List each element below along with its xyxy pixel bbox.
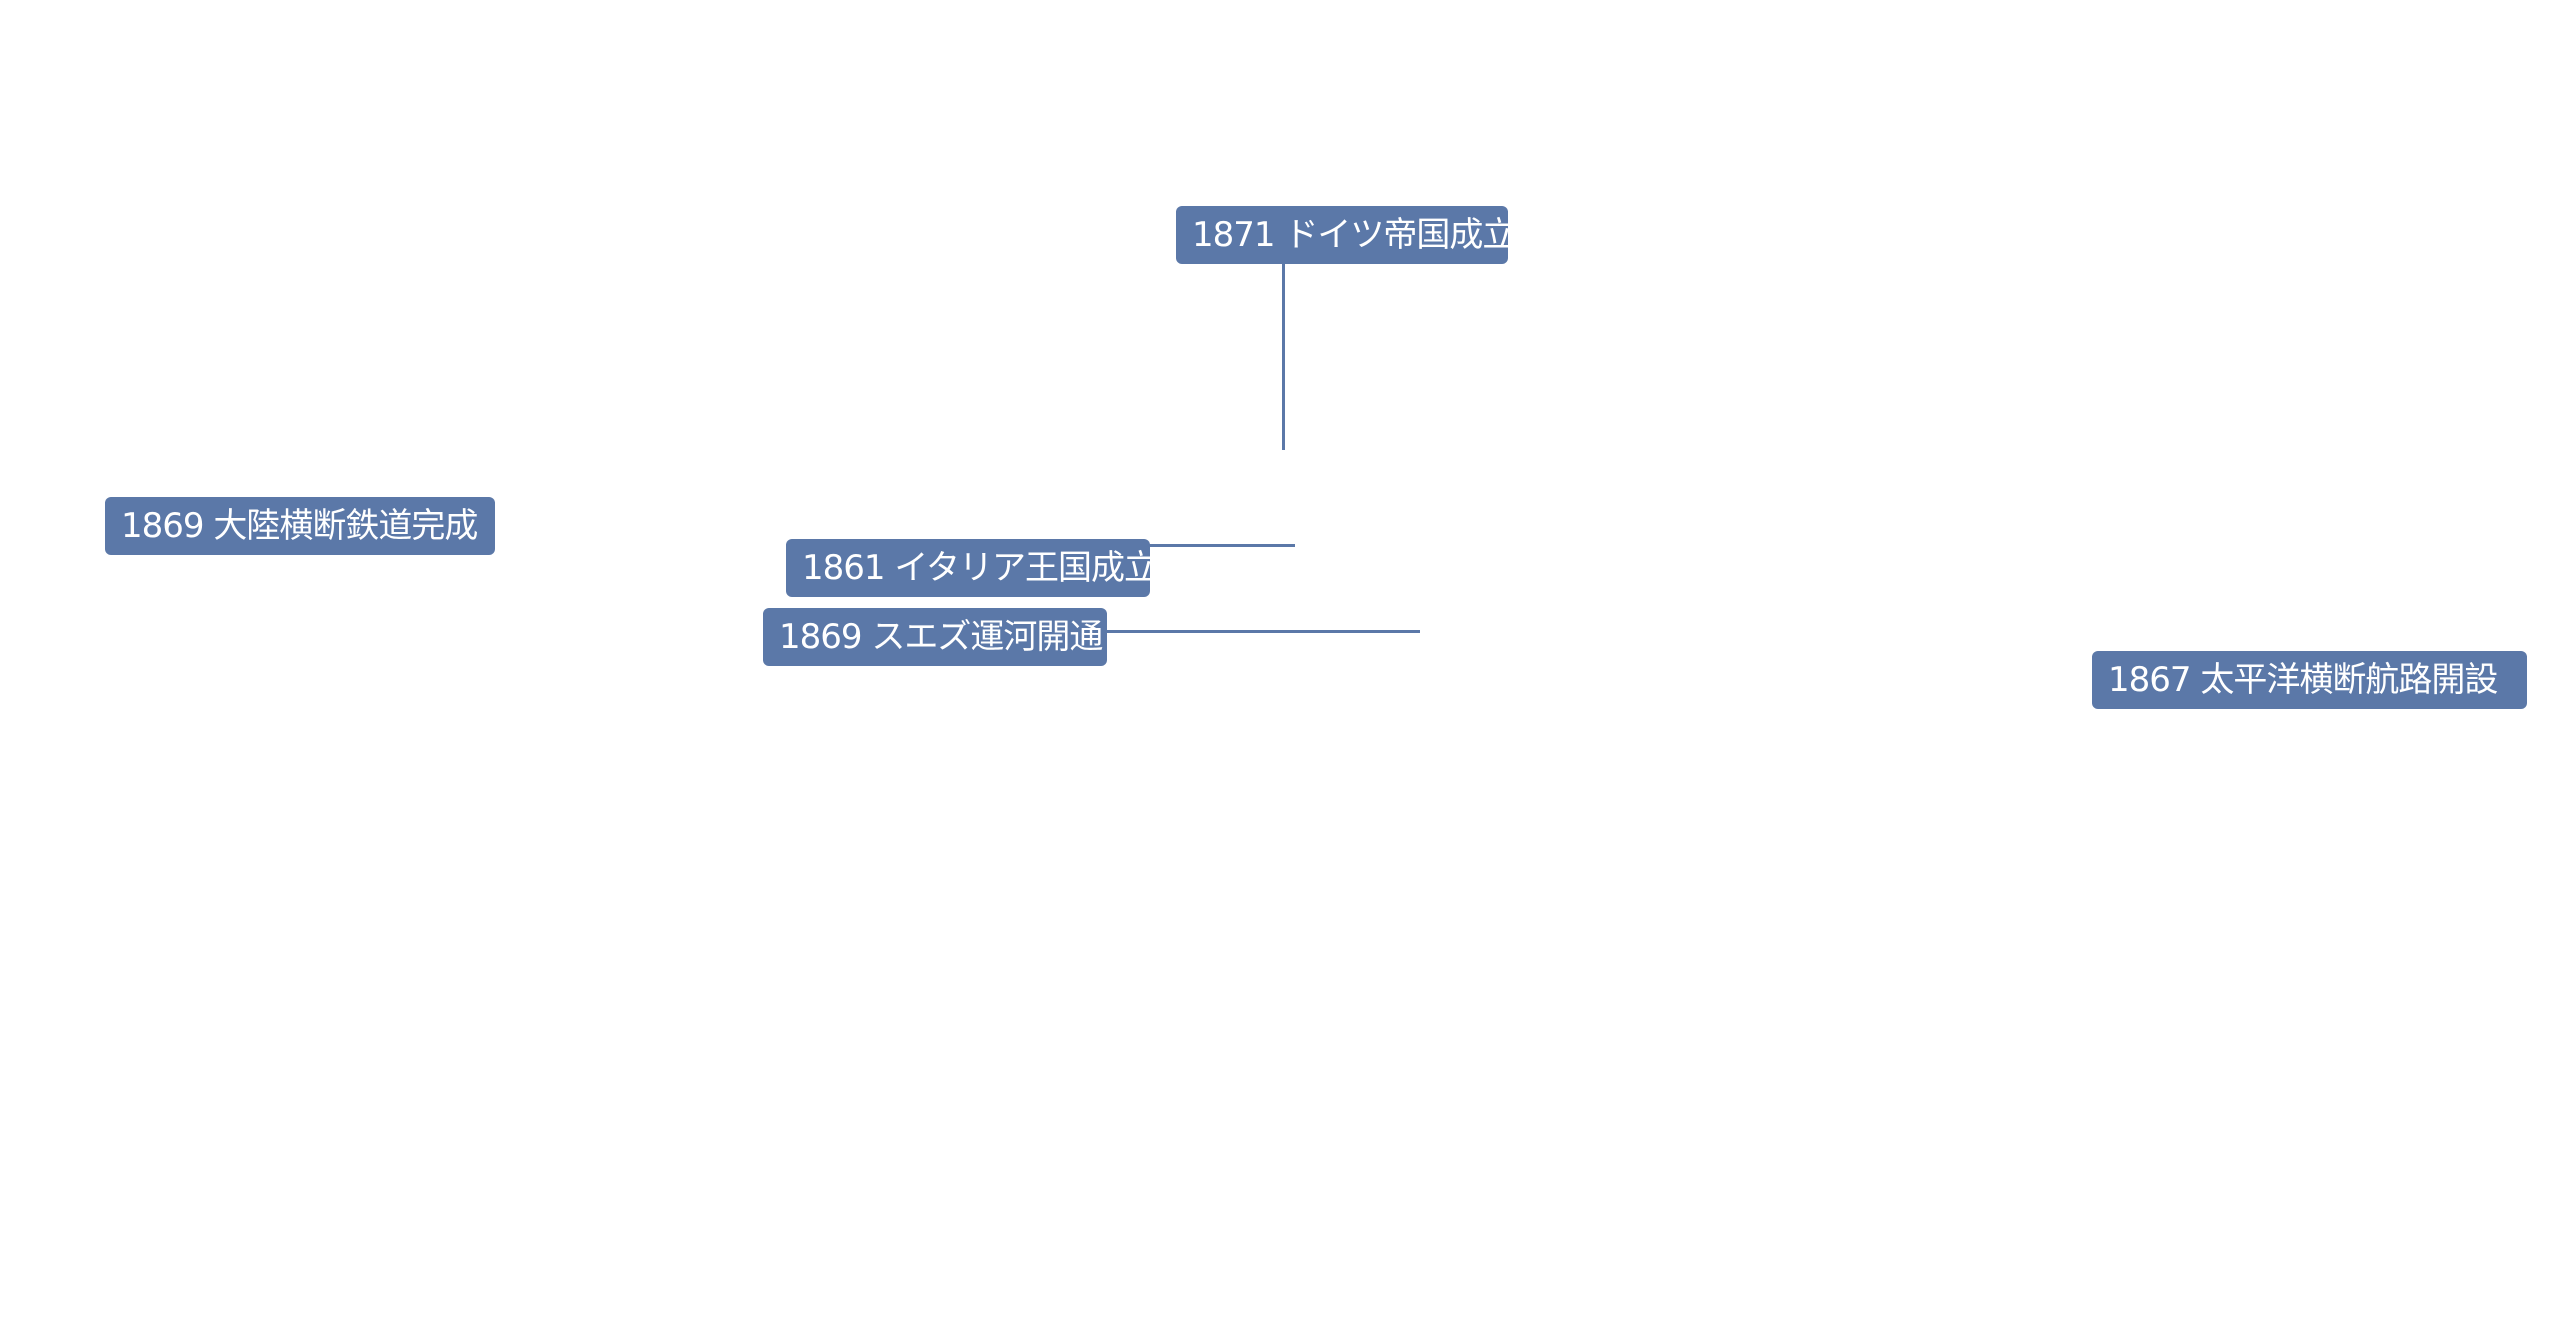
leader-line-italy xyxy=(1150,544,1295,547)
label-kingdom-of-italy: 1861 イタリア王国成立 xyxy=(786,539,1150,597)
leader-line-germany xyxy=(1282,264,1285,450)
label-transcontinental-railroad: 1869 大陸横断鉄道完成 xyxy=(105,497,495,555)
label-pacific-route: 1867 太平洋横断航路開設 xyxy=(2092,651,2527,709)
label-german-empire: 1871 ドイツ帝国成立 xyxy=(1176,206,1508,264)
label-suez-canal: 1869 スエズ運河開通 xyxy=(763,608,1107,666)
leader-line-suez xyxy=(1107,630,1420,633)
